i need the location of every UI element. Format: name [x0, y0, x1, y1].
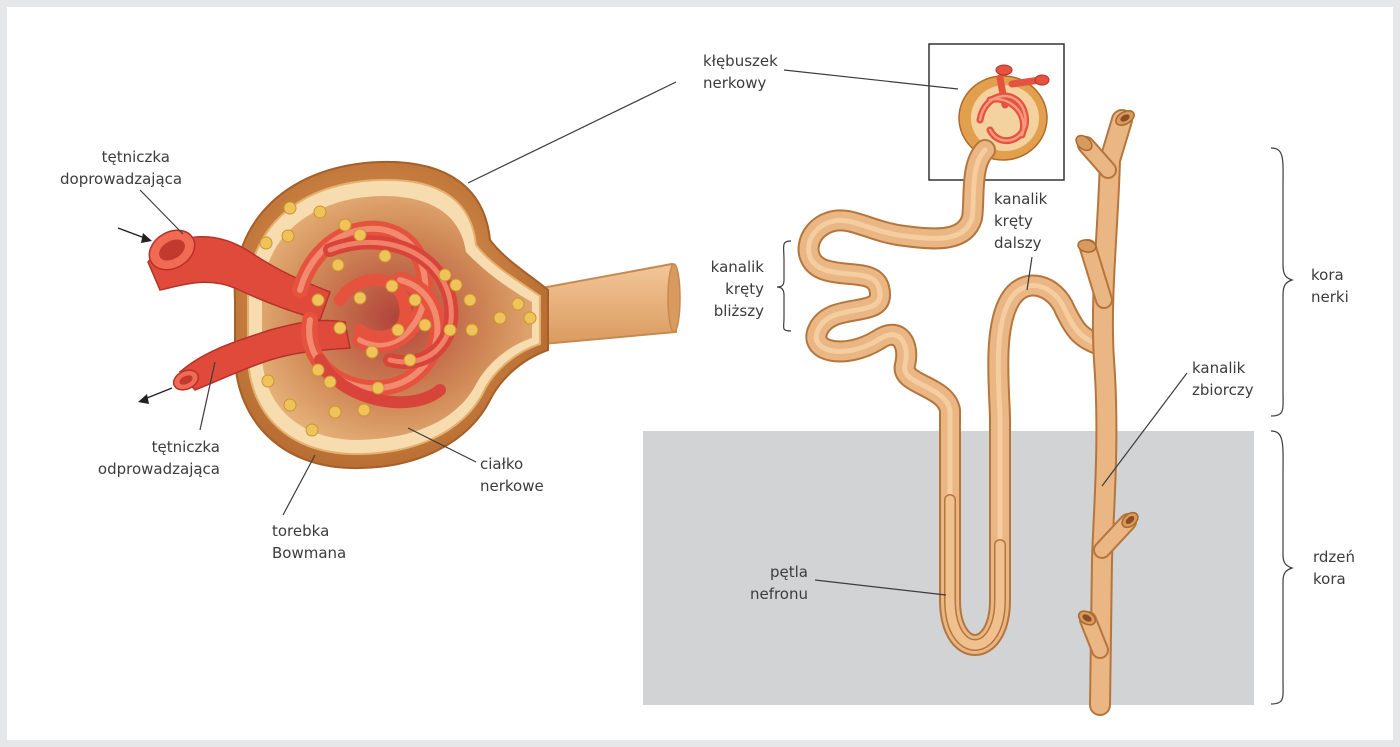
nephron-drawing: [809, 44, 1141, 705]
